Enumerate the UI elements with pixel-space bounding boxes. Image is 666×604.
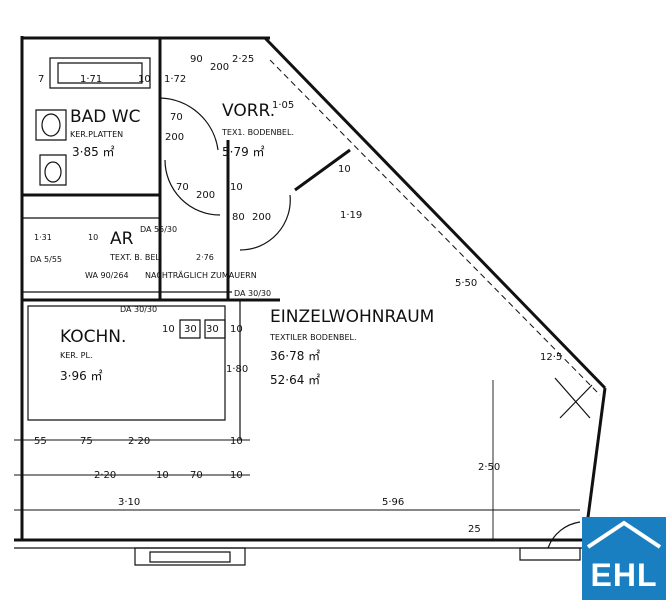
- room-area2-wohnraum: 52·64 ㎡: [270, 373, 320, 387]
- dim-ar-10: 10: [88, 233, 98, 242]
- room-floor-vorraum: TEX1. BODENBEL.: [221, 128, 294, 137]
- dim-row3-596: 5·96: [382, 497, 404, 508]
- room-area-vorraum: 5·79 ㎡: [222, 145, 265, 159]
- dim-top-172: 1·72: [164, 74, 186, 85]
- toilet-bowl: [44, 161, 62, 183]
- corner-door-swing: [547, 521, 581, 549]
- dim-row2-10a: 10: [156, 470, 169, 481]
- dim-top-7: 7: [38, 74, 44, 85]
- washbasin: [35, 109, 67, 141]
- dim-kitchen-10a: 10: [162, 324, 175, 335]
- room-area-ar: 2·76: [196, 253, 214, 262]
- dim-bath-70: 70: [170, 112, 183, 123]
- room-name-wohnraum: EINZELWOHNRAUM: [270, 307, 434, 327]
- dim-vorr-200: 200: [196, 190, 215, 201]
- note-nachtraeglich: NACHTRÄGLICH ZUMAUERN: [145, 270, 257, 280]
- dim-top-171: 1·71: [80, 74, 102, 85]
- room-floor-kochnische: KER. PL.: [60, 351, 92, 360]
- diag-dim-line: [269, 59, 601, 396]
- dim-top-10: 10: [138, 74, 151, 85]
- dim-row2-220: 2·20: [94, 470, 116, 481]
- dim-ar-131: 1·31: [34, 233, 52, 242]
- room-area-wohnraum: 36·78 ㎡: [270, 349, 320, 363]
- dim-diag-119: 1·19: [340, 210, 362, 221]
- bath-door-swing: [159, 97, 219, 151]
- room-floor-ar: TEXT. B. BEL.: [109, 253, 162, 262]
- diag-inner-wall: [294, 148, 351, 192]
- ehl-logo-background: [582, 517, 666, 600]
- dim-diag-10: 10: [338, 164, 351, 175]
- room-area-kochnische: 3·96 ㎡: [60, 369, 103, 383]
- dim-diag-550: 5·50: [455, 278, 477, 289]
- room-name-vorraum: VORR.: [222, 101, 275, 121]
- dim-kitchen-30a: 30: [184, 324, 197, 335]
- bathtub: [49, 57, 151, 89]
- window-bottom-inner: [149, 551, 231, 563]
- kitchen-unit-b: [204, 319, 226, 339]
- vorr-door-swing: [164, 159, 221, 216]
- toilet: [39, 154, 67, 186]
- room-name-ar: AR: [110, 229, 134, 249]
- ehl-logo-roof-icon: [586, 520, 662, 549]
- ehl-logo: EHL: [582, 517, 666, 600]
- dim-row1-55: 55: [34, 436, 47, 447]
- entry-marker: [554, 377, 593, 419]
- entry-door-swing: [239, 194, 291, 251]
- dim-top-225: 2·25: [232, 54, 254, 65]
- dim-vorr-80: 80: [232, 212, 245, 223]
- dim-row2-10b: 10: [230, 470, 243, 481]
- ehl-logo-shape: [582, 517, 666, 600]
- dim-vorr-105: 1·05: [272, 100, 294, 111]
- room-area-bad-wc: 3·85 ㎡: [72, 145, 115, 159]
- dim-row2-70: 70: [190, 470, 203, 481]
- outer-wall-right: [583, 387, 607, 541]
- dim-top-90: 90: [190, 54, 203, 65]
- kitchen-counter: [27, 305, 226, 421]
- dim-diag-125: 12·5: [540, 352, 562, 363]
- note-da3: DA 30/30: [234, 289, 271, 298]
- dim-kitchen-30b: 30: [206, 324, 219, 335]
- room-name-kochnische: KOCHN.: [60, 327, 126, 347]
- room-name-bad-wc: BAD WC: [70, 107, 140, 127]
- room-floor-bad-wc: KER.PLATTEN: [70, 130, 123, 139]
- note-wa: WA 90/264: [85, 271, 129, 280]
- dim-row1-220: 2·20: [128, 436, 150, 447]
- window-bottom: [134, 547, 246, 566]
- dim-top-200: 200: [210, 62, 229, 73]
- dim-vorr-70: 70: [176, 182, 189, 193]
- room-floor-wohnraum: TEXTILER BODENBEL.: [269, 333, 357, 342]
- outer-wall-diagonal: [263, 36, 607, 390]
- note-da2: DA 30/30: [120, 305, 157, 314]
- dim-bath-200: 200: [165, 132, 184, 143]
- washbasin-bowl: [41, 113, 61, 137]
- note-da1: DA 55/30: [140, 225, 177, 234]
- dim-kitchen-180: 1·80: [226, 364, 248, 375]
- window-right: [519, 547, 581, 561]
- dim-right-250: 2·50: [478, 462, 500, 473]
- dim-right-25: 25: [468, 524, 481, 535]
- bathtub-inner: [57, 62, 143, 84]
- dim-vorr-200b: 200: [252, 212, 271, 223]
- note-da4: DA 5/55: [30, 255, 62, 264]
- dim-vorr-10: 10: [230, 182, 243, 193]
- ehl-logo-text: EHL: [590, 557, 658, 593]
- dim-row1-75: 75: [80, 436, 93, 447]
- dim-kitchen-10b: 10: [230, 324, 243, 335]
- kitchen-unit-a: [179, 319, 201, 339]
- dim-row3-310: 3·10: [118, 497, 140, 508]
- dim-row1-10: 10: [230, 436, 243, 447]
